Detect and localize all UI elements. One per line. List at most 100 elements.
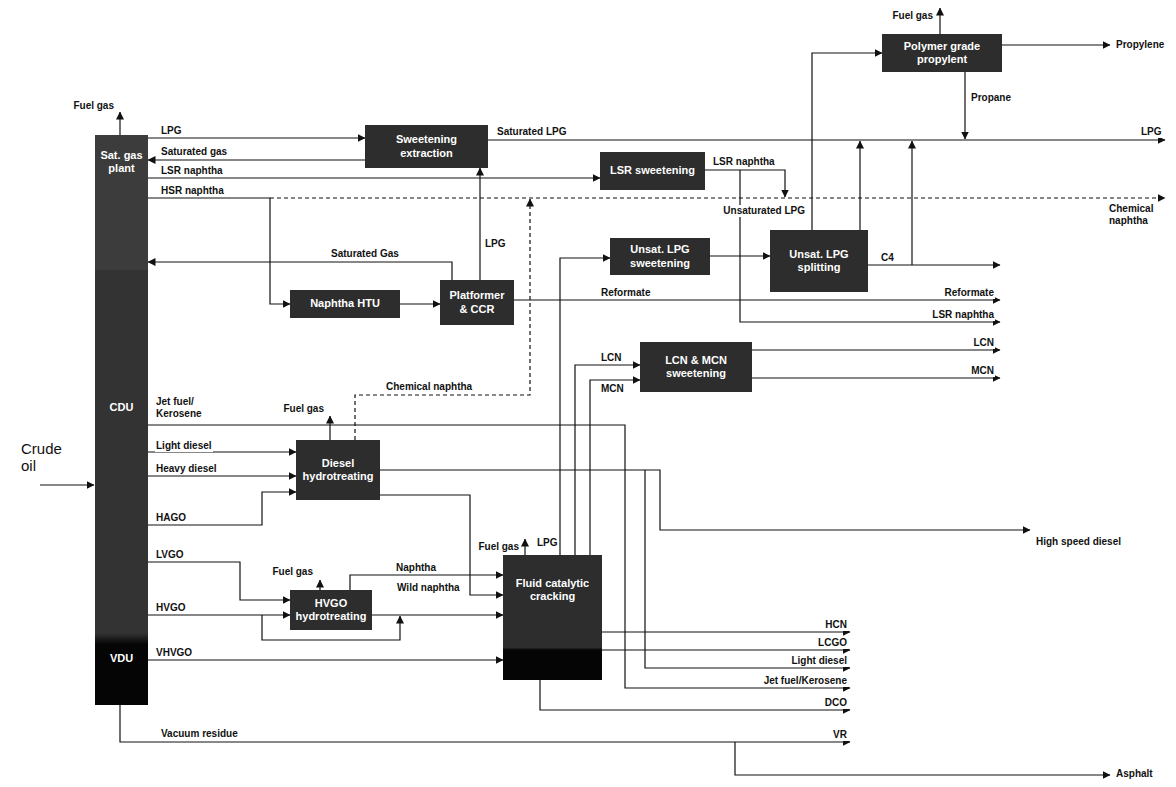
stream-label: Fuel gas	[72, 100, 115, 112]
fuel-gas-line	[329, 416, 330, 440]
stream-label: Propane	[970, 92, 1012, 104]
stream-connector	[400, 303, 440, 304]
stream-label: LCN	[600, 352, 623, 364]
process-unit: Unsat. LPG splitting	[770, 230, 868, 292]
process-unit: LSR sweetening	[600, 152, 705, 190]
stream-connector	[148, 451, 296, 452]
hcn-line	[602, 631, 850, 632]
lpg-product-line	[488, 139, 1165, 140]
unit-name: Diesel hydrotreating	[300, 457, 376, 483]
stream-label: Fuel gas	[891, 10, 934, 22]
stream-connector	[148, 137, 365, 138]
stream-connector	[710, 255, 770, 256]
stream-connector	[575, 365, 640, 555]
stream-label: HCN	[824, 619, 848, 631]
stream-label: Propylene	[1115, 39, 1165, 51]
stream-label: MCN	[600, 383, 625, 395]
stream-label: Reformate	[600, 287, 651, 299]
propylene-line	[1002, 44, 1110, 45]
stream-connector	[148, 159, 365, 160]
unit-name: VDU	[110, 652, 133, 665]
process-unit: Diesel hydrotreating	[296, 440, 380, 500]
stream-label: C4	[880, 252, 895, 264]
unit-name: Unsat. LPG sweetening	[614, 243, 706, 269]
stream-connector	[148, 614, 290, 615]
process-unit: Polymer grade propylent	[882, 34, 1002, 72]
product-lines	[40, 8, 1165, 775]
process-unit: Naphtha HTU	[290, 290, 400, 318]
unit-name: LCN & MCN sweetening	[644, 354, 748, 380]
crude-feed-line	[40, 484, 94, 485]
c4-line	[868, 264, 1000, 265]
stream-connector	[148, 562, 290, 600]
process-unit: Platformer & CCR	[440, 280, 514, 325]
process-unit: Sweetening extraction	[365, 125, 488, 168]
stream-label: LCGO	[817, 637, 848, 649]
stream-label: Asphalt	[1115, 768, 1154, 780]
stream-connector	[148, 198, 290, 304]
stream-label: DCO	[824, 697, 848, 709]
stream-label: Crude oil	[20, 440, 77, 475]
stream-label: Chemical naphtha	[1108, 203, 1170, 226]
stream-connector	[148, 659, 503, 660]
stream-connector	[148, 475, 296, 476]
unit-name: Polymer grade propylent	[886, 40, 998, 66]
fuel-gas-line	[524, 539, 525, 555]
lcn-line	[752, 349, 1000, 350]
stream-connector	[148, 177, 600, 178]
stream-label: Wild naphtha	[396, 582, 461, 594]
stream-connector	[148, 262, 452, 280]
stream-label: Naphtha	[395, 562, 437, 574]
mcn-line	[752, 377, 1000, 378]
stream-label: Jet fuel/Kerosene	[763, 675, 848, 687]
unit-name: Fluid catalytic cracking	[507, 577, 598, 603]
stream-label: VHVGO	[155, 647, 193, 659]
column-section: Sat. gas plant	[95, 135, 148, 270]
stream-label: LPG	[160, 125, 183, 137]
stream-label: Saturated gas	[160, 146, 228, 158]
unit-name: Unsat. LPG splitting	[774, 248, 864, 274]
propane-line	[964, 72, 965, 139]
stream-label: LSR naphtha	[931, 309, 995, 321]
stream-label: High speed diesel	[1035, 536, 1122, 548]
chemical-naphtha-line	[355, 199, 530, 440]
vr-line	[120, 705, 850, 742]
stream-connector	[148, 492, 296, 525]
chemical-naphtha-line	[270, 197, 1165, 198]
reformate-line	[514, 299, 1000, 300]
stream-label: Saturated LPG	[496, 126, 567, 138]
unit-name: Platformer & CCR	[444, 289, 510, 315]
stream-label: Reformate	[944, 287, 995, 299]
unit-name: LSR sweetening	[610, 164, 695, 177]
stream-label: Light diesel	[155, 440, 213, 452]
stream-label: LPG	[536, 537, 559, 549]
c4-to-lpg-line	[911, 141, 912, 265]
stream-label: HVGO	[155, 602, 186, 614]
stream-label: Saturated Gas	[330, 248, 400, 260]
asphalt-line	[735, 742, 1110, 775]
stream-label: Jet fuel/ Kerosene	[155, 396, 219, 419]
fuel-gas-line	[119, 112, 120, 135]
diesel-line	[380, 470, 1030, 530]
lcgo-line	[602, 649, 850, 650]
stream-label: LPG	[1140, 126, 1163, 138]
stream-label: Light diesel	[790, 655, 848, 667]
stream-label: VR	[832, 729, 848, 741]
stream-label: Chemical naphtha	[385, 381, 473, 393]
unit-name: HVGO hydrotreating	[294, 597, 368, 623]
stream-label: HSR naphtha	[160, 185, 225, 197]
stream-connector	[479, 168, 480, 280]
stream-connector	[812, 53, 882, 230]
fuel-gas-line	[939, 8, 940, 34]
stream-label: HAGO	[155, 512, 187, 524]
lsr-naphtha-line	[705, 170, 785, 197]
jet-fuel-line	[148, 425, 850, 688]
unit-name: Sweetening extraction	[369, 133, 484, 159]
stream-label: Unsaturated LPG	[722, 205, 806, 217]
stream-label: Vacuum residue	[160, 728, 239, 740]
stream-label: LVGO	[155, 549, 185, 561]
stream-connector	[372, 614, 503, 615]
process-unit: LCN & MCN sweetening	[640, 342, 752, 392]
